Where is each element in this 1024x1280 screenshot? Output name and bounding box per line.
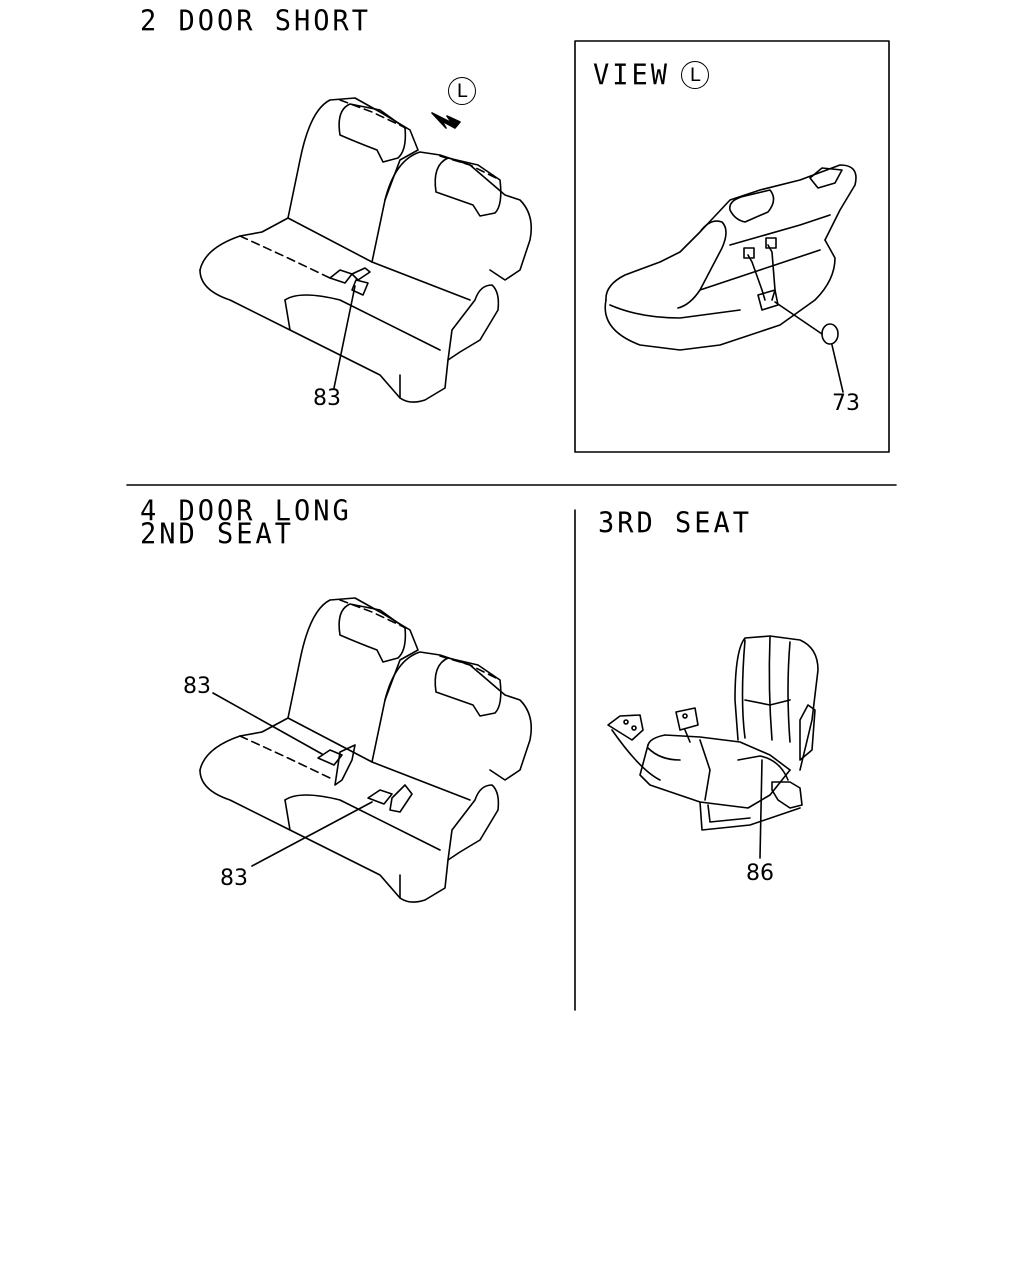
third-seat-callout-86: 86 xyxy=(746,861,774,886)
view-l-seat xyxy=(604,164,857,393)
four-door-long-title: 4 DOOR LONG xyxy=(140,495,352,528)
third-seat xyxy=(607,635,819,859)
seat-belt-buckle-icon xyxy=(329,269,353,284)
two-door-short-title: 2 DOOR SHORT xyxy=(140,5,372,38)
four-door-callout-83-lower: 83 xyxy=(220,866,248,891)
two-door-callout-83: 83 xyxy=(313,386,341,411)
view-l-frame xyxy=(574,40,890,453)
second-seat-title: 2ND SEAT xyxy=(140,518,295,551)
four-door-callout-83-upper: 83 xyxy=(183,674,211,699)
view-arrow-icon xyxy=(431,112,461,129)
two-door-bench-seat xyxy=(199,97,533,403)
four-door-bench-seat xyxy=(199,597,533,903)
view-l-callout-73: 73 xyxy=(832,391,860,416)
view-l-title-marker: L xyxy=(681,61,709,89)
cap-icon xyxy=(821,323,839,345)
view-l-marker-circle: L xyxy=(448,77,476,105)
third-seat-title: 3RD SEAT xyxy=(598,507,753,540)
view-l-title: VIEW xyxy=(593,59,671,92)
